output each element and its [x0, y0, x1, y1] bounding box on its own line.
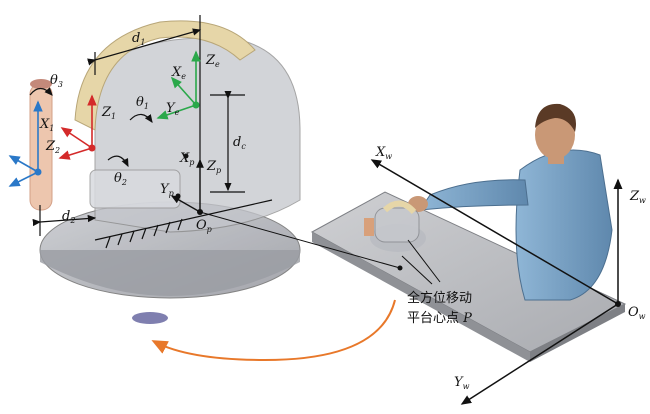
- dimension-d1: [87, 28, 202, 75]
- label-Z2: Z2: [45, 139, 60, 155]
- frame-1-axes: [58, 94, 97, 160]
- platform-center-dot: [397, 265, 403, 271]
- frame-2-axes: [8, 100, 43, 187]
- rotation-arrow: [151, 299, 396, 362]
- ground-hatch: [94, 199, 273, 249]
- label-Xe: Xe: [171, 65, 186, 81]
- label-Ow: Ow: [628, 305, 646, 321]
- joint-dot-2: [183, 153, 189, 159]
- label-Ye: Ye: [166, 101, 180, 117]
- theta2-rotation-mark: [107, 155, 129, 168]
- leader-line-annotation-2: [401, 255, 433, 285]
- label-theta2: θ2: [114, 171, 127, 187]
- large-robot: [29, 20, 301, 324]
- annotation-line-1: 全方位移动: [407, 290, 472, 306]
- label-Zw: Zw: [629, 189, 646, 205]
- label-theta3: θ3: [50, 73, 63, 89]
- label-Ze: Ze: [205, 53, 220, 69]
- annotation-line-2: 平台心点 P: [407, 311, 472, 326]
- leader-line-platform: [199, 211, 401, 269]
- label-Yw: Yw: [454, 375, 470, 391]
- theta3-rotation-mark: [29, 87, 53, 96]
- frame-e-axes: [156, 50, 201, 120]
- label-Op: Op: [196, 218, 212, 234]
- label-d2: d2: [62, 209, 75, 225]
- label-d1: d1: [132, 31, 145, 47]
- frame-p-axes: [170, 158, 204, 213]
- dimension-d2: [32, 205, 97, 236]
- label-dc: dc: [233, 135, 246, 151]
- label-X1: X1: [39, 117, 54, 133]
- origin-w-dot: [615, 301, 621, 307]
- label-Xp: Xp: [179, 151, 194, 167]
- label-Yp: Yp: [160, 182, 174, 198]
- joint-dot: [175, 193, 181, 199]
- label-Xw: Xw: [375, 145, 392, 161]
- dimension-dc: [210, 90, 245, 193]
- human-figure: [408, 103, 613, 301]
- origin-p-dot: [197, 209, 203, 215]
- world-axes: [370, 159, 623, 405]
- theta1-rotation-mark: [129, 113, 153, 123]
- label-Z1: Z1: [101, 105, 116, 121]
- leader-line-annotation: [407, 239, 441, 283]
- label-Zp: Zp: [206, 159, 221, 175]
- label-theta1: θ1: [136, 95, 149, 111]
